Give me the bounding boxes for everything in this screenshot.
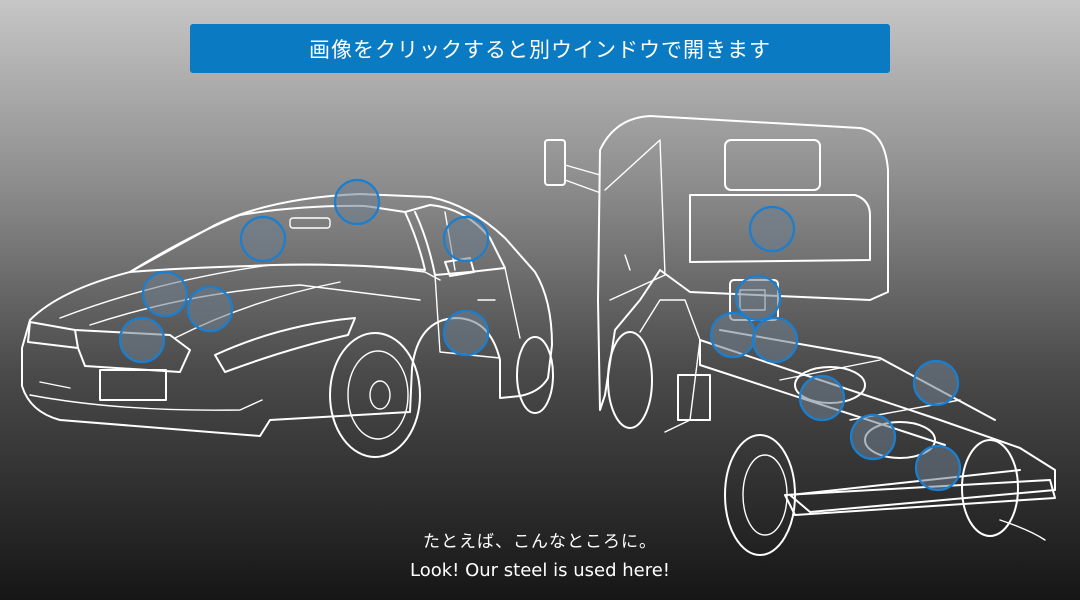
- car-hotspot-hood-left[interactable]: [141, 270, 189, 318]
- car-hotspot-front[interactable]: [118, 316, 166, 364]
- truck-illustration: [544, 115, 1056, 556]
- english-caption: Look! Our steel is used here!: [410, 560, 670, 581]
- open-in-new-window-banner[interactable]: 画像をクリックすると別ウインドウで開きます: [190, 24, 890, 73]
- truck-hotspot-axle[interactable]: [849, 413, 897, 461]
- truck-hotspot-transmission[interactable]: [751, 316, 799, 364]
- car-hotspot-hood-center[interactable]: [186, 285, 234, 333]
- truck-hotspot-frame-front[interactable]: [709, 311, 757, 359]
- japanese-caption: たとえば、こんなところに。: [423, 532, 657, 552]
- truck-hotspot-frame-side[interactable]: [912, 359, 960, 407]
- truck-hotspot-rear[interactable]: [914, 444, 962, 492]
- car-hotspot-door[interactable]: [442, 309, 490, 357]
- car-hotspot-windshield[interactable]: [239, 215, 287, 263]
- truck-hotspot-cab-rear[interactable]: [748, 205, 796, 253]
- truck-hotspot-exhaust[interactable]: [798, 374, 846, 422]
- car-illustration: [21, 193, 554, 458]
- truck-hotspot-engine[interactable]: [734, 274, 782, 322]
- car-hotspot-pillar[interactable]: [442, 215, 490, 263]
- car-hotspot-roof[interactable]: [333, 178, 381, 226]
